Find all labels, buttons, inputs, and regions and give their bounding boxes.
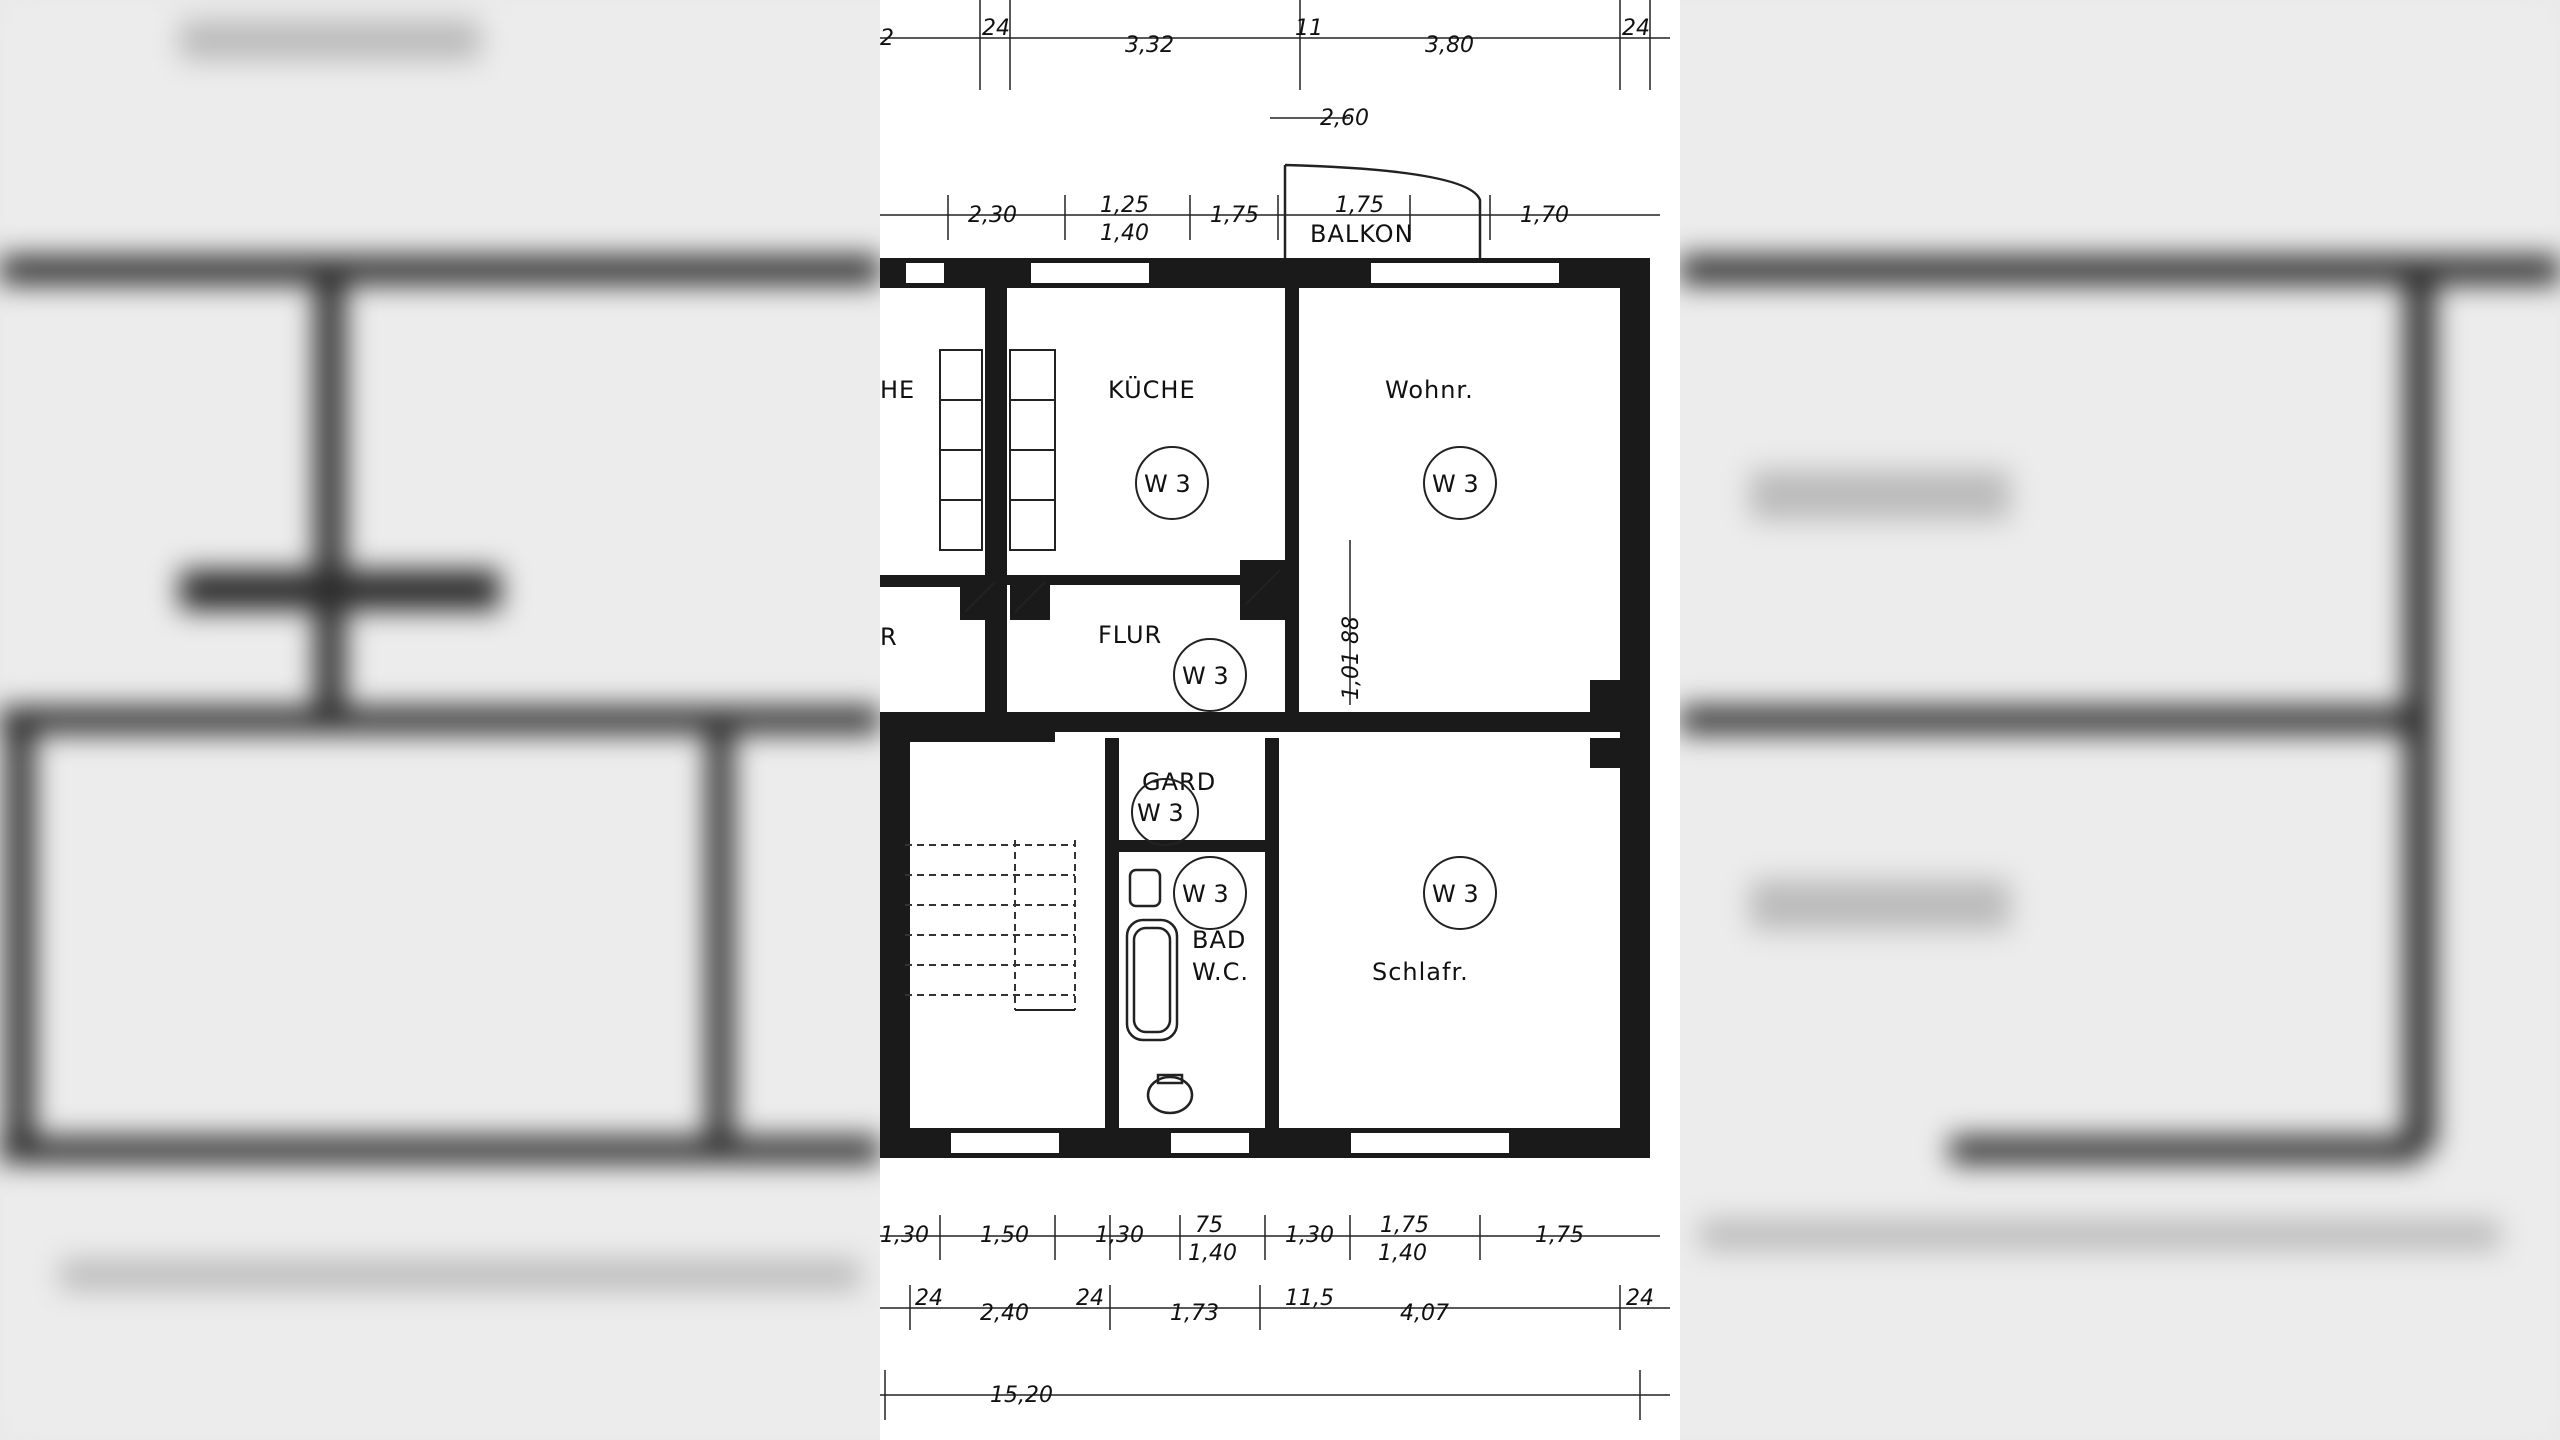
balcony-label: BALKON [1310,220,1414,248]
balcony-outline [1283,163,1482,260]
dim-top-5: 3,80 [1425,33,1474,58]
room-label-bath: BAD [1192,926,1246,954]
unit-tag-living: W 3 [1432,470,1479,498]
dim-top-4: 11 [1295,16,1323,41]
dim-row3-2: 1,25 [1100,193,1149,218]
dim-bottom-6: 1,30 [1285,1223,1334,1248]
dim-row3-3: 1,40 [1100,221,1149,246]
dim-bottom-row2-2: 2,40 [980,1301,1029,1326]
room-label-kitchen: KÜCHE [1108,375,1196,404]
dim-bottom-row2-6: 4,07 [1400,1301,1449,1326]
dim-bottom-4: 75 [1195,1213,1223,1238]
room-label-wc: W.C. [1192,958,1249,986]
dim-row3-4: 1,75 [1210,203,1259,228]
dim-bottom-row2-5: 11,5 [1285,1286,1334,1311]
chimney-marks [964,569,1281,613]
dim-bottom-9: 1,75 [1535,1223,1584,1248]
dim-bottom-row2-1: 24 [915,1286,943,1311]
dim-bottom-row2-7: 24 [1626,1286,1654,1311]
inner-dimension-label: 1,01 88 [1339,616,1364,700]
bottom-dimension-lines [880,1215,1670,1420]
dim-bottom-row2-3: 24 [1076,1286,1104,1311]
dim-bottom-7: 1,75 [1380,1213,1429,1238]
unit-tag-bedroom: W 3 [1432,880,1479,908]
room-label-cut-left: HE [880,376,915,404]
dim-row3-1: 2,30 [968,203,1017,228]
bath-fixtures [1125,868,1194,1115]
unit-tag-kitchen: W 3 [1144,470,1191,498]
room-label-cut-mid: R [880,623,898,651]
dim-row3-6: 1,70 [1520,203,1569,228]
dim-top-2: 24 [982,16,1010,41]
dim-bottom-8: 1,40 [1378,1241,1427,1266]
room-label-hall: FLUR [1098,621,1162,649]
dim-bottom-2: 1,50 [980,1223,1029,1248]
dim-bottom-row2-4: 1,73 [1170,1301,1219,1326]
top-dimension-lines [880,0,1670,240]
dim-bottom-3: 1,30 [1095,1223,1144,1248]
staircase [905,840,1076,1010]
floor-plan-drawing: 1,01 88 2 24 3,32 11 3,80 24 2,60 [880,0,1680,1440]
room-label-bedroom: Schlafr. [1372,958,1469,986]
unit-tag-circles [1131,446,1497,930]
unit-tag-bath: W 3 [1182,880,1229,908]
dim-balcony-width: 2,60 [1320,106,1369,131]
dim-top-6: 24 [1622,16,1650,41]
room-label-living: Wohnr. [1385,376,1474,404]
dim-total-width: 15,20 [990,1383,1053,1408]
unit-tag-wardrobe: W 3 [1137,799,1184,827]
unit-tag-hall: W 3 [1182,662,1229,690]
dim-top-3: 3,32 [1125,33,1174,58]
floor-plan: 1,01 88 2 24 3,32 11 3,80 24 2,60 [880,0,1680,1440]
dim-top-1: 2 [880,26,894,51]
dim-bottom-5: 1,40 [1188,1241,1237,1266]
windows [904,261,1561,1155]
dim-row3-5: 1,75 [1335,193,1384,218]
dim-bottom-1: 1,30 [880,1223,929,1248]
kitchen-fixtures [939,349,1056,551]
